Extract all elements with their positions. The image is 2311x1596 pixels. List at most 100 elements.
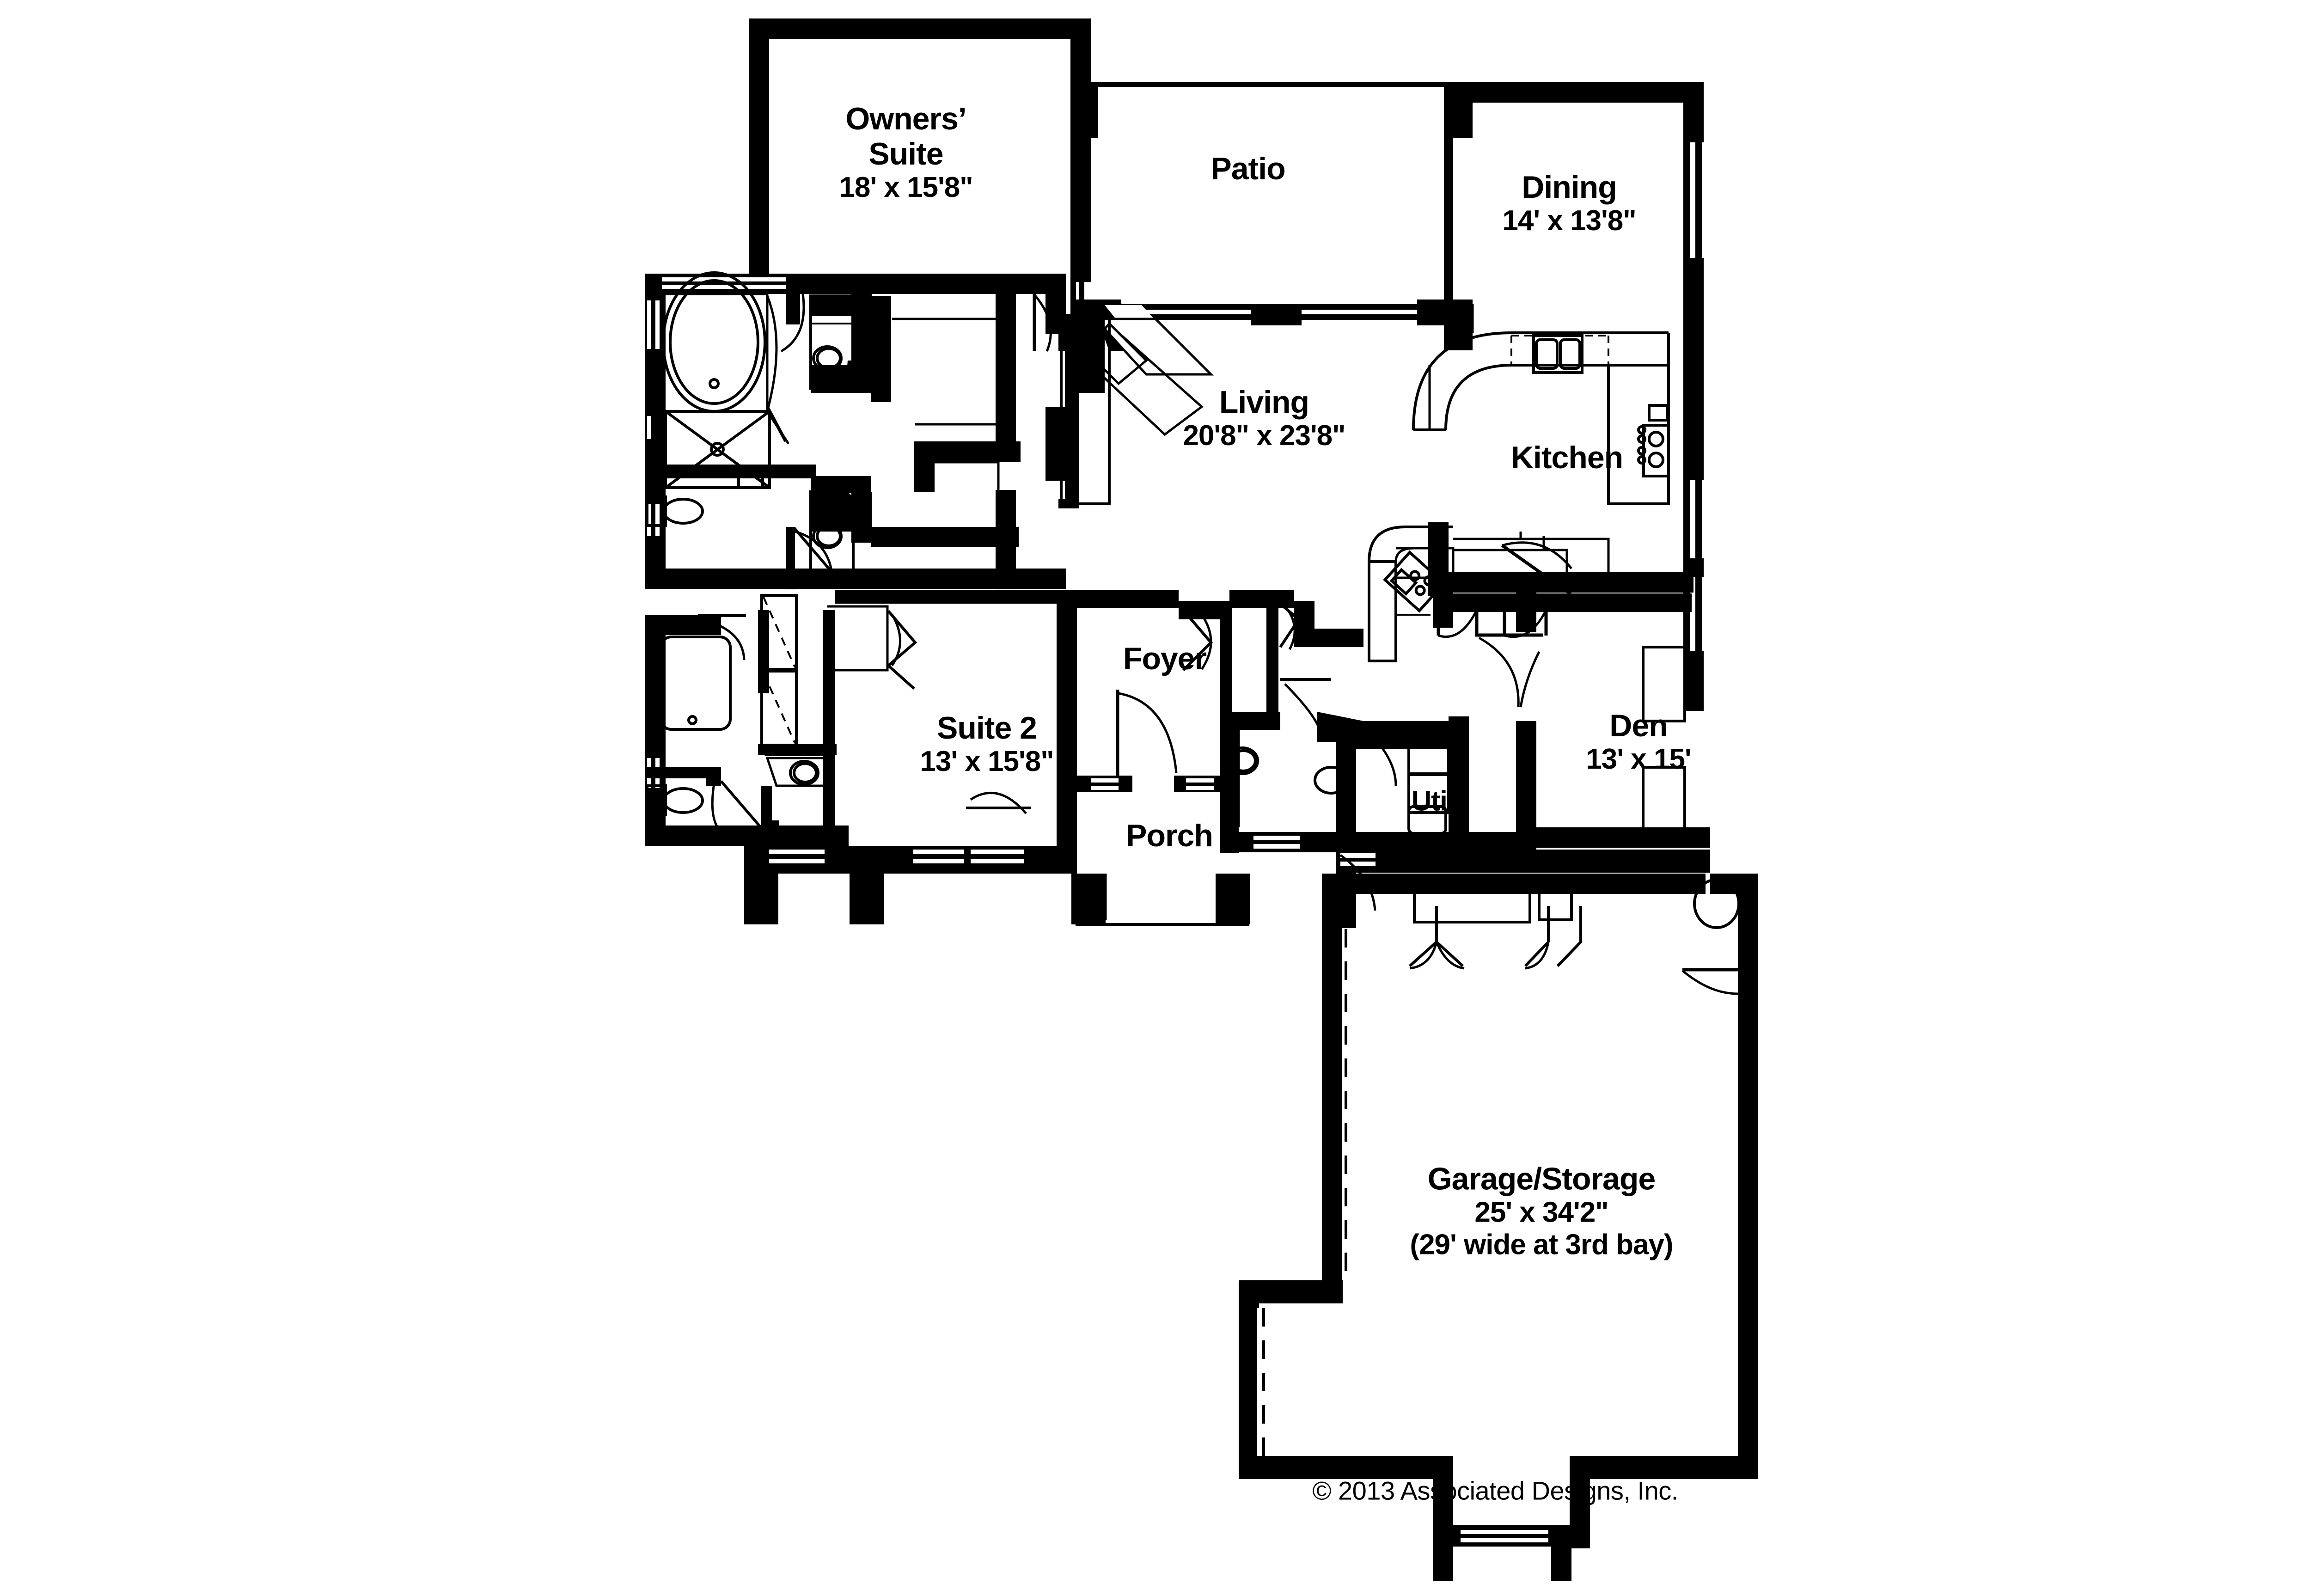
window-line bbox=[1091, 786, 1119, 790]
wall-seg bbox=[786, 527, 795, 589]
wall-seg bbox=[823, 744, 835, 850]
vanity-top bbox=[809, 490, 855, 574]
window-line bbox=[1340, 853, 1376, 858]
slider-rail bbox=[1079, 213, 1084, 300]
wall-seg bbox=[1590, 1456, 1758, 1479]
closet-outline bbox=[827, 605, 889, 672]
window-line bbox=[1588, 86, 1669, 91]
burner bbox=[1648, 431, 1664, 447]
door-leaf bbox=[720, 780, 762, 828]
window-line bbox=[1186, 786, 1214, 790]
door-swing bbox=[1502, 541, 1572, 569]
wall-seg bbox=[1433, 1525, 1571, 1547]
wall-seg bbox=[1433, 593, 1692, 612]
wall-seg bbox=[1220, 608, 1232, 724]
wall-seg bbox=[811, 476, 871, 492]
wall-seg bbox=[1417, 300, 1473, 325]
shower-x bbox=[665, 410, 770, 489]
dryer bbox=[1407, 773, 1450, 814]
closet-shelf bbox=[760, 670, 798, 746]
wall-seg bbox=[749, 18, 769, 282]
wall-seg bbox=[1322, 874, 1706, 894]
toilet-bowl bbox=[1314, 766, 1349, 795]
door-swing bbox=[1478, 636, 1520, 708]
window-line bbox=[1091, 778, 1119, 783]
wall-seg bbox=[1683, 651, 1704, 711]
oven bbox=[1648, 404, 1669, 422]
sink-bowl-inner bbox=[816, 525, 842, 547]
bifold-swing bbox=[1525, 942, 1550, 970]
sink-bowl bbox=[1535, 338, 1559, 370]
wall-seg bbox=[1428, 850, 1710, 873]
patio-rail bbox=[1302, 304, 1417, 310]
laundry-sink bbox=[1407, 805, 1447, 835]
burner bbox=[1423, 575, 1435, 587]
bar-edge bbox=[1368, 526, 1453, 562]
wall-thin bbox=[1695, 480, 1702, 558]
cooktop-angled bbox=[1383, 550, 1446, 613]
counter-pass bbox=[1453, 538, 1610, 572]
wall-seg bbox=[871, 296, 891, 402]
sink-basin bbox=[1532, 334, 1583, 374]
cooktop-panel bbox=[1389, 568, 1418, 596]
sink-bowl bbox=[789, 760, 819, 786]
wall-seg bbox=[761, 820, 779, 846]
porch-edge bbox=[1076, 874, 1249, 926]
window-line bbox=[1588, 95, 1669, 100]
burner bbox=[1648, 452, 1664, 468]
toilet-tank bbox=[1339, 761, 1352, 797]
door-swing bbox=[1681, 970, 1738, 995]
sink-bowl bbox=[1559, 338, 1581, 370]
window-line bbox=[1340, 862, 1376, 866]
closet-hatch bbox=[763, 673, 796, 744]
wall-seg bbox=[1683, 258, 1704, 480]
wall-seg bbox=[1220, 832, 1336, 852]
window-line bbox=[1253, 836, 1300, 840]
sink-bowl-inner bbox=[816, 347, 842, 369]
window-line bbox=[1508, 95, 1582, 100]
wall-seg bbox=[1045, 407, 1066, 481]
patio-step bbox=[1084, 322, 1148, 385]
sink-bowl-inner bbox=[1230, 749, 1257, 772]
window-line bbox=[971, 859, 1024, 863]
wall-thin bbox=[1683, 142, 1690, 258]
wall-seg bbox=[811, 379, 871, 393]
wall-seg bbox=[779, 465, 816, 478]
wall-seg bbox=[706, 767, 721, 786]
window-line bbox=[647, 300, 651, 349]
wall-seg bbox=[871, 274, 1005, 294]
bifold-door bbox=[1435, 941, 1464, 967]
window-line bbox=[1461, 1530, 1548, 1534]
den-niche bbox=[1642, 766, 1686, 843]
vanity-top bbox=[765, 757, 829, 787]
bifold-door bbox=[1524, 941, 1550, 967]
bifold-swing bbox=[1435, 942, 1465, 970]
window-line bbox=[655, 504, 660, 536]
door-leaf bbox=[1501, 544, 1572, 595]
wall-thin bbox=[1683, 480, 1690, 558]
window-line bbox=[769, 859, 825, 863]
tub-deck-curve bbox=[766, 295, 778, 412]
wall-seg bbox=[1077, 590, 1179, 608]
window-line bbox=[913, 859, 964, 863]
wall-seg bbox=[1294, 601, 1314, 629]
wall-seg bbox=[1738, 874, 1758, 957]
wall-seg bbox=[1473, 82, 1505, 103]
angle-cut bbox=[758, 749, 786, 786]
wall-seg bbox=[1294, 629, 1363, 647]
slider-rail bbox=[1070, 213, 1076, 300]
door-swing bbox=[1034, 295, 1052, 352]
bifold-door bbox=[1556, 906, 1582, 967]
cooktop bbox=[1383, 550, 1446, 613]
fireplace-surround bbox=[1079, 318, 1111, 505]
wall-thin bbox=[1695, 577, 1702, 651]
patio-rail bbox=[1302, 314, 1417, 320]
shower-pan bbox=[664, 410, 771, 489]
wall-seg bbox=[871, 527, 1019, 547]
copyright-notice: © 2013 Associated Designs, Inc. bbox=[1312, 1476, 1678, 1505]
wall-thin bbox=[1695, 142, 1702, 258]
shower-seat bbox=[737, 465, 764, 489]
wall-seg bbox=[823, 610, 835, 753]
door-swing bbox=[1365, 728, 1397, 786]
burner-small bbox=[1637, 434, 1646, 444]
